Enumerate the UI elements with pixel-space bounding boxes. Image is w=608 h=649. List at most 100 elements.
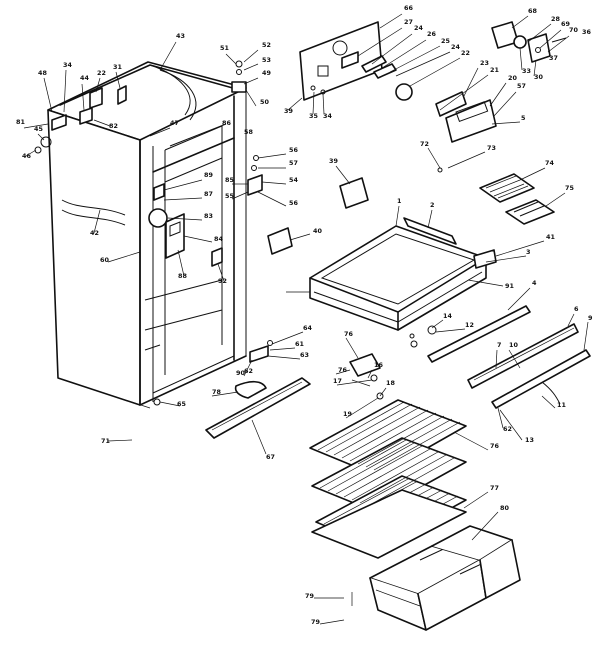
callout-43: 43 (176, 32, 185, 40)
callout-80: 80 (500, 504, 509, 512)
callout-65: 65 (177, 400, 186, 408)
callout-78: 78 (212, 388, 221, 396)
callout-27: 27 (404, 18, 413, 26)
callout-20: 20 (508, 74, 517, 82)
callout-16: 16 (374, 361, 383, 369)
callout-70: 70 (569, 26, 578, 34)
callout-81: 81 (16, 118, 25, 126)
callout-60: 60 (100, 256, 109, 264)
callout-6: 6 (574, 305, 579, 313)
callout-36: 36 (582, 28, 591, 36)
shelf-rails (409, 305, 591, 409)
callout-50: 50 (260, 98, 269, 106)
callout-54: 54 (289, 176, 298, 184)
callout-34: 34 (63, 61, 72, 69)
callout-63: 63 (300, 351, 309, 359)
callout-40: 40 (313, 227, 322, 235)
mullion-bracket (267, 177, 369, 255)
cabinet-hardware (34, 60, 311, 439)
callout-22: 22 (97, 69, 106, 77)
callout-22: 22 (461, 49, 470, 57)
callout-26: 26 (427, 30, 436, 38)
callout-61: 61 (295, 340, 304, 348)
callout-39: 39 (329, 157, 338, 165)
callout-73: 73 (487, 144, 496, 152)
callout-23: 23 (480, 59, 489, 67)
callout-46: 46 (22, 152, 31, 160)
callout-53: 53 (262, 56, 271, 64)
callout-44: 44 (80, 74, 89, 82)
callout-25: 25 (441, 37, 450, 45)
callout-79: 79 (305, 592, 314, 600)
callout-88: 88 (178, 272, 187, 280)
callout-77: 77 (490, 484, 499, 492)
callout-67: 67 (266, 453, 275, 461)
leader-lines (23, 13, 589, 625)
callout-51: 51 (220, 44, 229, 52)
callout-47: 47 (170, 119, 179, 127)
callout-57: 57 (289, 159, 298, 167)
callout-91: 91 (505, 282, 514, 290)
callout-17: 17 (333, 377, 342, 385)
callout-28: 28 (551, 15, 560, 23)
callout-19: 19 (343, 410, 352, 418)
callout-69: 69 (561, 20, 570, 28)
callout-55: 55 (225, 192, 234, 200)
callout-2: 2 (430, 201, 434, 209)
callout-52: 52 (262, 41, 271, 49)
callout-41: 41 (546, 233, 555, 241)
callout-5: 5 (521, 114, 525, 122)
callout-3: 3 (526, 248, 530, 256)
callout-68: 68 (528, 7, 537, 15)
callout-7: 7 (497, 341, 501, 349)
callout-24: 24 (414, 24, 423, 32)
callout-10: 10 (509, 341, 518, 349)
control-assembly (491, 21, 567, 63)
callout-42: 42 (90, 229, 99, 237)
callout-86: 86 (222, 119, 231, 127)
callout-9: 9 (588, 314, 593, 322)
callout-33: 33 (522, 67, 531, 75)
callout-71: 71 (101, 437, 110, 445)
callout-76: 76 (344, 330, 353, 338)
refrigerator-cabinet (47, 61, 247, 409)
callout-39: 39 (284, 107, 293, 115)
callout-34: 34 (323, 112, 332, 120)
callout-48: 48 (38, 69, 47, 77)
callout-82: 82 (109, 122, 118, 130)
callout-30: 30 (534, 73, 543, 81)
callout-92: 92 (218, 277, 227, 285)
callout-37: 37 (549, 54, 558, 62)
callout-35: 35 (309, 112, 318, 120)
callout-24: 24 (451, 43, 460, 51)
callout-45: 45 (34, 125, 43, 133)
callout-74: 74 (545, 159, 554, 167)
callout-56: 56 (289, 146, 298, 154)
ice-tray-parts (437, 167, 555, 225)
callout-85: 85 (225, 176, 234, 184)
callout-13: 13 (525, 436, 534, 444)
callout-83: 83 (204, 212, 213, 220)
callout-90: 90 (236, 369, 245, 377)
callout-89: 89 (204, 171, 213, 179)
callout-87: 87 (204, 190, 213, 198)
shelf-supports (349, 353, 384, 400)
callout-56: 56 (289, 199, 298, 207)
air-duct-panel (299, 21, 497, 143)
callout-21: 21 (490, 66, 499, 74)
callout-64: 64 (303, 324, 312, 332)
callout-11: 11 (557, 401, 566, 409)
callout-62: 62 (503, 425, 512, 433)
callout-12: 12 (465, 321, 474, 329)
crisper-drawers (369, 525, 521, 631)
callout-14: 14 (443, 312, 452, 320)
callout-84: 84 (214, 235, 223, 243)
callout-58: 58 (244, 128, 253, 136)
callout-57: 57 (517, 82, 526, 90)
callout-1: 1 (397, 197, 401, 205)
callout-76: 76 (338, 366, 347, 374)
callout-72: 72 (420, 140, 429, 148)
